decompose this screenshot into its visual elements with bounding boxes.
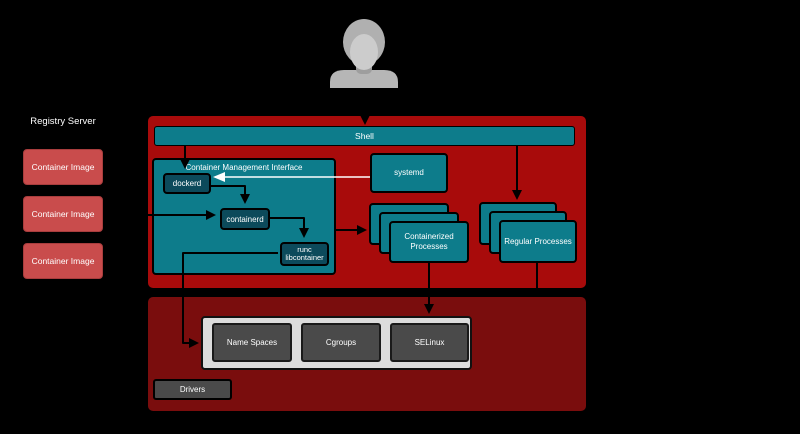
container-management-interface-box: Container Management Interface dockerd c… bbox=[152, 158, 336, 275]
systemd-box: systemd bbox=[370, 153, 448, 193]
containerized-processes-box: Containerized Processes bbox=[389, 221, 469, 263]
drivers-box: Drivers bbox=[153, 379, 232, 400]
namespaces-box: Name Spaces bbox=[212, 323, 292, 362]
container-image-card: Container Image bbox=[23, 149, 103, 185]
selinux-box: SELinux bbox=[390, 323, 469, 362]
container-image-card: Container Image bbox=[23, 196, 103, 232]
runc-label: runc bbox=[297, 244, 312, 254]
registry-server-label: Registry Server bbox=[30, 116, 96, 127]
containerd-box: containerd bbox=[220, 208, 270, 230]
kernel-features-panel: Name Spaces Cgroups SELinux bbox=[201, 316, 472, 370]
libcontainer-label: libcontainer bbox=[285, 253, 324, 262]
dockerd-box: dockerd bbox=[163, 173, 211, 194]
regular-processes-box: Regular Processes bbox=[499, 220, 577, 263]
cgroups-box: Cgroups bbox=[301, 323, 381, 362]
user-icon bbox=[330, 19, 398, 88]
cmi-title: Container Management Interface bbox=[185, 163, 303, 172]
shell-bar: Shell bbox=[154, 126, 575, 146]
runc-libcontainer-box: runc libcontainer bbox=[280, 242, 329, 266]
container-image-card: Container Image bbox=[23, 243, 103, 279]
